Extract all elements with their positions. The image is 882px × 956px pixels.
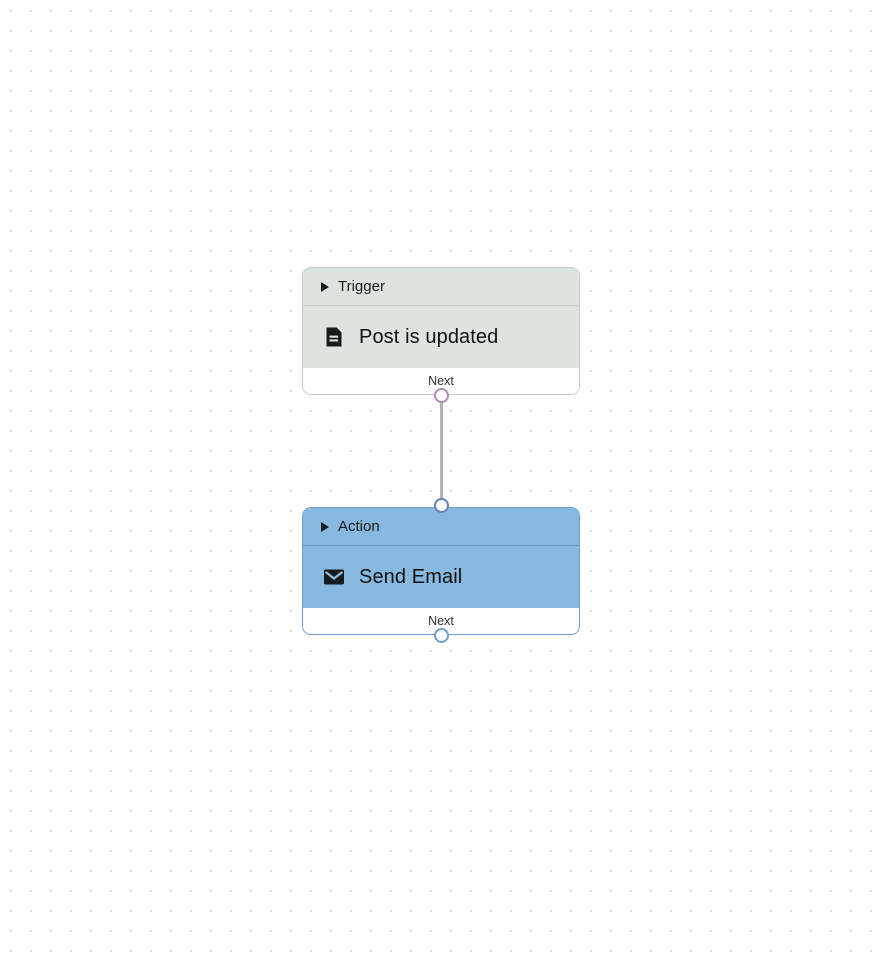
node-trigger[interactable]: Trigger Post is updated Next — [302, 267, 580, 395]
envelope-icon — [321, 564, 347, 590]
trigger-next-handle[interactable] — [434, 388, 449, 403]
node-action-title: Send Email — [359, 565, 463, 588]
node-trigger-next-label: Next — [428, 374, 454, 388]
node-trigger-title: Post is updated — [359, 325, 499, 348]
node-trigger-header-label: Trigger — [338, 278, 385, 295]
node-action-body[interactable]: Send Email — [303, 546, 579, 608]
node-trigger-body[interactable]: Post is updated — [303, 306, 579, 368]
node-action-next-label: Next — [428, 614, 454, 628]
node-action-header-label: Action — [338, 518, 380, 535]
node-action-header[interactable]: Action — [303, 508, 579, 546]
node-trigger-footer: Next — [303, 368, 579, 394]
document-icon — [321, 324, 347, 350]
action-next-handle[interactable] — [434, 628, 449, 643]
disclosure-triangle-right-icon[interactable] — [321, 521, 329, 532]
node-action[interactable]: Action Send Email Next — [302, 507, 580, 635]
disclosure-triangle-right-icon[interactable] — [321, 281, 329, 292]
action-input-handle[interactable] — [434, 498, 449, 513]
node-trigger-header[interactable]: Trigger — [303, 268, 579, 306]
